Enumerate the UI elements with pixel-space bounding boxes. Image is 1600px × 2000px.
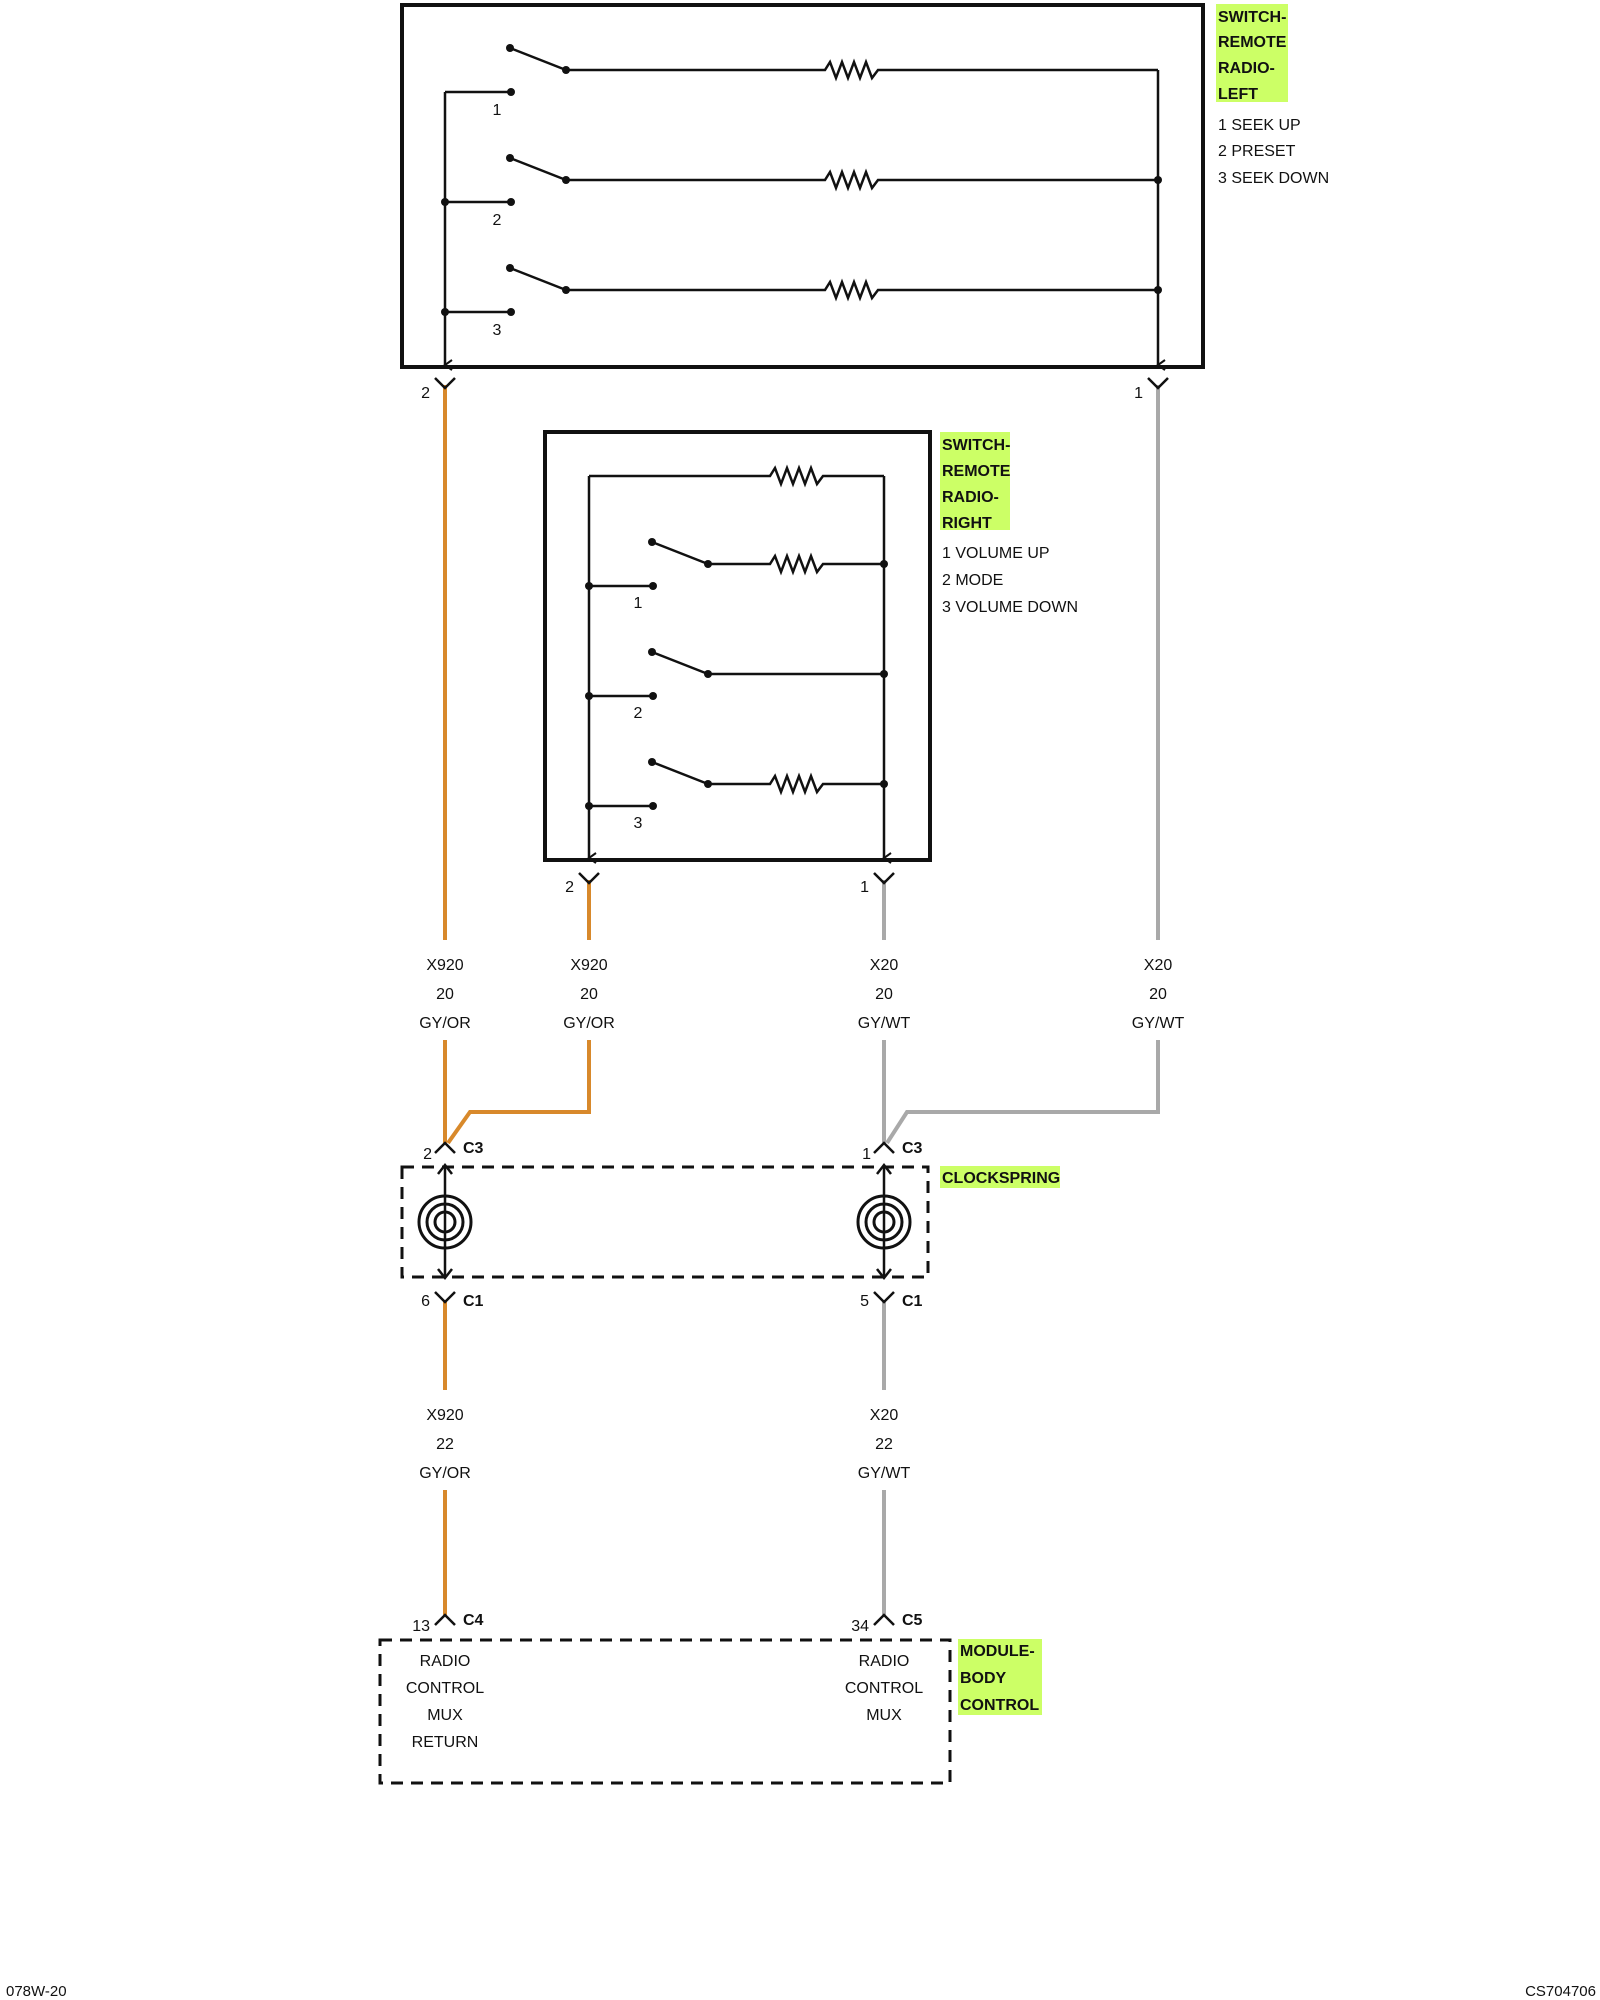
wire6-color: GY/WT [858,1465,911,1482]
wire3-circuit: X20 [870,957,899,974]
clockspring-title-highlight [940,1166,1060,1188]
clockspring-conn-bottom-left: C1 [463,1293,484,1310]
body-module-conn-right: C5 [902,1612,923,1629]
clockspring-pin-top-right: 1 [862,1146,871,1163]
wire6-gauge: 22 [875,1436,893,1453]
wire6-circuit: X20 [870,1407,899,1424]
body-module-title-highlight [958,1639,1042,1715]
wire2-gauge: 20 [580,986,598,1003]
body-module-pin-left: 13 [412,1618,430,1635]
wire-labels-lower: X920 22 GY/OR X20 22 GY/WT [419,1407,910,1482]
body-control-module [378,1613,952,1785]
body-module-conn-left: C4 [463,1612,484,1629]
clockspring-coil-left-icon [417,1162,473,1281]
body-module-left-fn-2: CONTROL [406,1680,484,1697]
right-switch-legend-2: 2 MODE [942,572,1003,589]
footer-right-code: CS704706 [1525,1983,1596,2000]
body-module-left-fn-1: RADIO [420,1653,471,1670]
left-switch-legend-1: 1 SEEK UP [1218,117,1301,134]
body-module-title-2: BODY [960,1670,1007,1687]
wire1-color: GY/OR [419,1015,471,1032]
wires [443,385,1160,1615]
body-module-right-fn-1: RADIO [859,1653,910,1670]
right-switch-labels: 1 2 3 2 1 SWITCH- REMOTE RADIO- RIGHT 1 … [565,432,1078,896]
right-switch-contact-1: 1 [634,595,643,612]
wire2-color: GY/OR [563,1015,615,1032]
footer-left-code: 078W-20 [6,1983,67,2000]
wire5-circuit: X920 [426,1407,463,1424]
left-switch-contact-3: 3 [493,322,502,339]
wire4-color: GY/WT [1132,1015,1185,1032]
right-switch-pin-right: 1 [860,879,869,896]
body-module-labels: 13 C4 34 C5 RADIO CONTROL MUX RETURN RAD… [406,1612,1042,1751]
wire-x20-merge [885,1040,1160,1145]
wire3-color: GY/WT [858,1015,911,1032]
left-switch-title-highlight [1216,4,1288,102]
left-switch-contact-2: 2 [493,212,502,229]
clockspring-pin-bottom-right: 5 [860,1293,869,1310]
clockspring-conn-bottom-right: C1 [902,1293,923,1310]
body-module-title-3: CONTROL [960,1697,1039,1714]
wire-x920-merge [446,1040,591,1145]
wire-labels-upper: X920 20 GY/OR X920 20 GY/OR X20 20 GY/WT… [419,957,1184,1032]
right-switch-title-3: RADIO- [942,489,999,506]
clockspring-conn-top-right: C3 [902,1140,923,1157]
wire2-circuit: X920 [570,957,607,974]
body-module-left-fn-4: RETURN [412,1734,479,1751]
left-switch-title-4: LEFT [1218,86,1258,103]
wire3-gauge: 20 [875,986,893,1003]
left-switch-box [400,3,1205,369]
clockspring-labels: 2 C3 1 C3 6 C1 5 C1 CLOCKSPRING [421,1140,1060,1310]
right-switch [543,430,932,885]
clockspring-pin-top-left: 2 [423,1146,432,1163]
right-switch-title-1: SWITCH- [942,437,1010,454]
left-switch-legend-2: 2 PRESET [1218,143,1296,160]
body-module-right-fn-2: CONTROL [845,1680,923,1697]
clockspring-coil-right-icon [856,1162,912,1281]
body-module-title-1: MODULE- [960,1643,1035,1660]
right-switch-title-2: REMOTE [942,463,1011,480]
clockspring-box [400,1165,930,1279]
left-switch-legend-3: 3 SEEK DOWN [1218,170,1329,187]
body-module-left-fn-3: MUX [427,1707,463,1724]
wire4-circuit: X20 [1144,957,1173,974]
right-switch-title-highlight [940,432,1010,530]
body-module-pin-right: 34 [851,1618,869,1635]
left-switch-labels: 1 2 3 2 1 SWITCH- REMOTE RADIO- LEFT 1 S… [421,4,1329,402]
body-module-box [378,1638,952,1785]
left-switch-title-1: SWITCH- [1218,9,1286,26]
wire5-gauge: 22 [436,1436,454,1453]
right-switch-pin-left: 2 [565,879,574,896]
right-switch-title-4: RIGHT [942,515,992,532]
right-switch-legend-1: 1 VOLUME UP [942,545,1050,562]
clockspring [400,1141,930,1304]
left-switch-contact-1: 1 [493,102,502,119]
left-switch-title-3: RADIO- [1218,60,1275,77]
clockspring-title: CLOCKSPRING [942,1170,1060,1187]
body-module-right-fn-3: MUX [866,1707,902,1724]
right-switch-legend-3: 3 VOLUME DOWN [942,599,1078,616]
right-switch-contact-2: 2 [634,705,643,722]
wire1-gauge: 20 [436,986,454,1003]
wire4-gauge: 20 [1149,986,1167,1003]
left-switch-title-2: REMOTE [1218,34,1287,51]
right-switch-contact-3: 3 [634,815,643,832]
left-switch [400,3,1205,390]
wire5-color: GY/OR [419,1465,471,1482]
left-switch-pin-right: 1 [1134,385,1143,402]
left-switch-pin-left: 2 [421,385,430,402]
clockspring-conn-top-left: C3 [463,1140,484,1157]
right-switch-box [543,430,932,862]
wire1-circuit: X920 [426,957,463,974]
clockspring-pin-bottom-left: 6 [421,1293,430,1310]
